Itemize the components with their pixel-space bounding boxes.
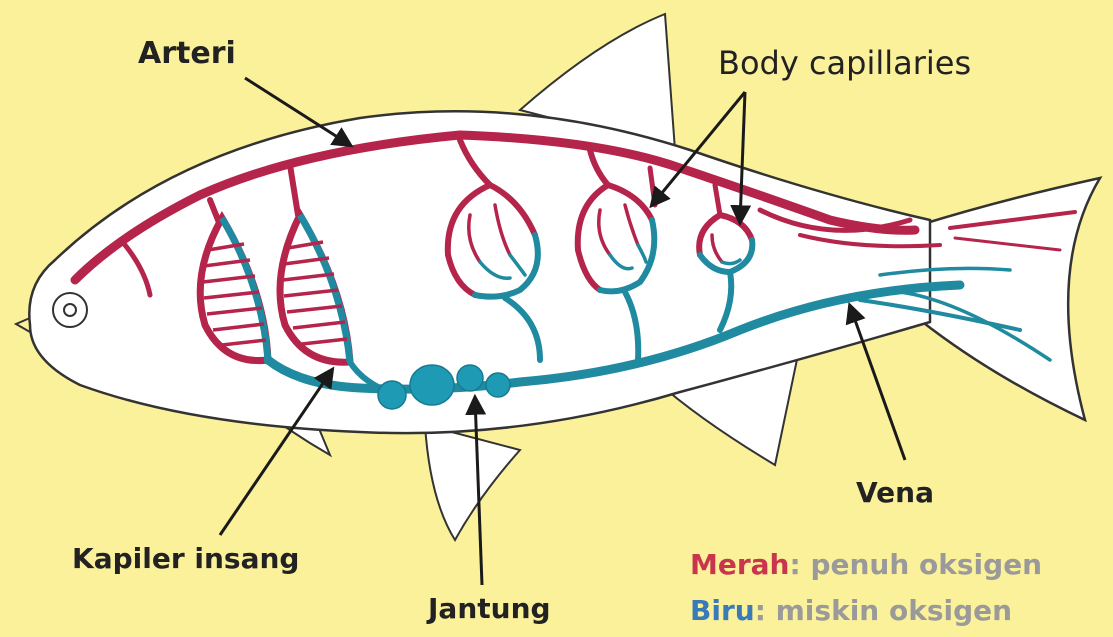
label-vena: Vena <box>856 476 934 509</box>
legend-blue-desc: : miskin oksigen <box>755 594 1012 627</box>
label-body-capillaries: Body capillaries <box>718 44 971 82</box>
pelvic-fin <box>425 425 520 540</box>
legend-blue-key: Biru <box>690 594 755 627</box>
label-kapiler-insang: Kapiler insang <box>72 542 299 575</box>
tail-fin <box>920 178 1100 420</box>
fish-eye-icon <box>53 293 87 327</box>
label-jantung: Jantung <box>428 592 551 625</box>
fish-mouth <box>16 318 30 332</box>
legend-red: Merah: penuh oksigen <box>690 548 1042 581</box>
legend-blue: Biru: miskin oksigen <box>690 594 1012 627</box>
label-arteri: Arteri <box>138 36 236 71</box>
legend-red-desc: : penuh oksigen <box>790 548 1043 581</box>
legend-red-key: Merah <box>690 548 790 581</box>
